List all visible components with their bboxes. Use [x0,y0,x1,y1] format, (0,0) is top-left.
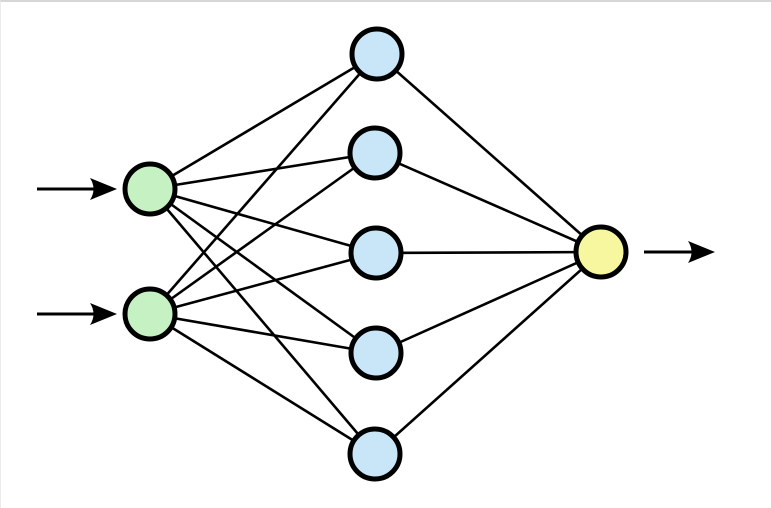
node-hidden-4 [348,325,404,381]
node-hidden-5 [347,426,403,482]
output-arrow-1-head [688,241,715,263]
node-hidden-2 [347,125,403,181]
edge-hidden-2-output-1 [374,151,602,254]
input-arrow-2-head [90,303,117,325]
edge-input-2-hidden-2 [149,151,376,316]
node-output-1 [573,224,629,280]
edge-input-2-hidden-4 [149,312,377,355]
edge-input-2-hidden-3 [149,251,377,316]
node-input-1 [122,161,178,217]
input-arrow-1-head [90,178,117,200]
edge-hidden-1-output-1 [376,53,602,253]
node-hidden-1 [349,26,405,82]
edge-input-2-hidden-1 [149,53,378,315]
edge-hidden-4-output-1 [375,250,602,355]
edge-hidden-5-output-1 [374,251,602,455]
edge-input-1-hidden-5 [149,188,376,455]
edge-input-1-hidden-2 [149,151,376,191]
edge-input-1-hidden-3 [149,187,377,255]
edge-input-2-hidden-5 [149,312,376,456]
node-input-2 [122,286,178,342]
node-hidden-3 [348,225,404,281]
edge-hidden-3-output-1 [375,250,602,255]
edge-input-1-hidden-4 [149,187,377,355]
edge-input-1-hidden-1 [149,52,378,191]
